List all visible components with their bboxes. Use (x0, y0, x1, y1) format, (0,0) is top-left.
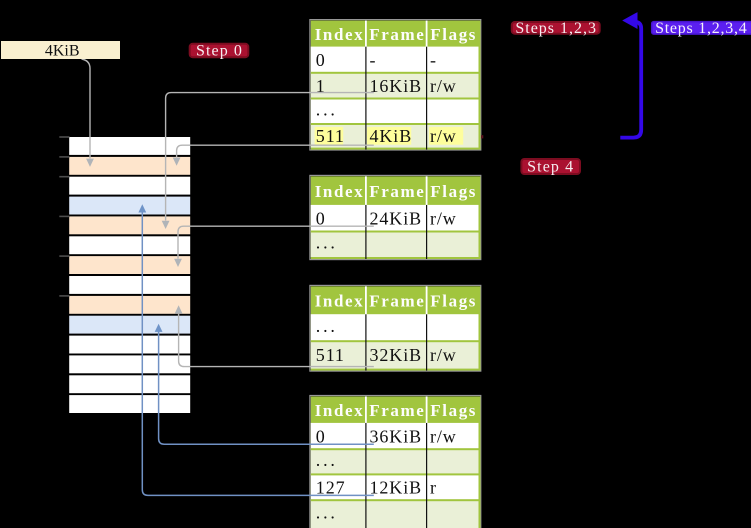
svg-text:Frame: Frame (369, 401, 425, 420)
svg-text:r/w: r/w (430, 126, 457, 146)
svg-text:Step 4: Step 4 (527, 158, 574, 175)
svg-text:0: 0 (316, 209, 326, 229)
svg-text:24KiB: 24KiB (370, 209, 423, 229)
svg-text:36KiB: 36KiB (370, 426, 423, 446)
svg-text:0: 0 (316, 426, 326, 446)
svg-text:r/w: r/w (430, 426, 457, 446)
svg-text:12KiB: 12KiB (370, 478, 423, 498)
svg-text:-: - (370, 50, 377, 70)
svg-text:4KiB: 4KiB (45, 42, 80, 59)
svg-text:r: r (430, 478, 437, 498)
svg-text:r/w: r/w (430, 76, 457, 96)
svg-text:...: ... (316, 316, 338, 336)
svg-text:511: 511 (316, 345, 345, 365)
svg-text:...: ... (316, 100, 338, 120)
svg-text:511: 511 (316, 126, 345, 146)
svg-text:Steps 1,2,3,4: Steps 1,2,3,4 (655, 20, 747, 37)
svg-text:Frame: Frame (369, 25, 425, 44)
svg-text:4KiB: 4KiB (370, 126, 413, 146)
svg-text:Index: Index (315, 182, 365, 201)
svg-text:r/w: r/w (430, 209, 457, 229)
svg-text:Index: Index (315, 292, 365, 311)
svg-text:...: ... (316, 450, 338, 470)
svg-text:-: - (430, 50, 437, 70)
svg-text:Steps 1,2,3: Steps 1,2,3 (515, 20, 597, 37)
svg-text:...: ... (316, 233, 338, 253)
svg-text:Flags: Flags (430, 292, 477, 311)
svg-text:r/w: r/w (430, 345, 457, 365)
svg-text:Index: Index (315, 25, 365, 44)
svg-text:1: 1 (316, 76, 326, 96)
svg-text:...: ... (316, 502, 338, 522)
svg-text:0: 0 (316, 50, 326, 70)
svg-text:Flags: Flags (430, 401, 477, 420)
svg-text:32KiB: 32KiB (370, 345, 423, 365)
svg-text:Index: Index (315, 401, 365, 420)
svg-text:Frame: Frame (369, 292, 425, 311)
svg-text:Flags: Flags (430, 25, 477, 44)
svg-text:Flags: Flags (430, 182, 477, 201)
svg-text:16KiB: 16KiB (370, 76, 423, 96)
svg-text:Step 0: Step 0 (196, 42, 243, 59)
svg-text:Frame: Frame (369, 182, 425, 201)
svg-text:127: 127 (316, 478, 346, 498)
